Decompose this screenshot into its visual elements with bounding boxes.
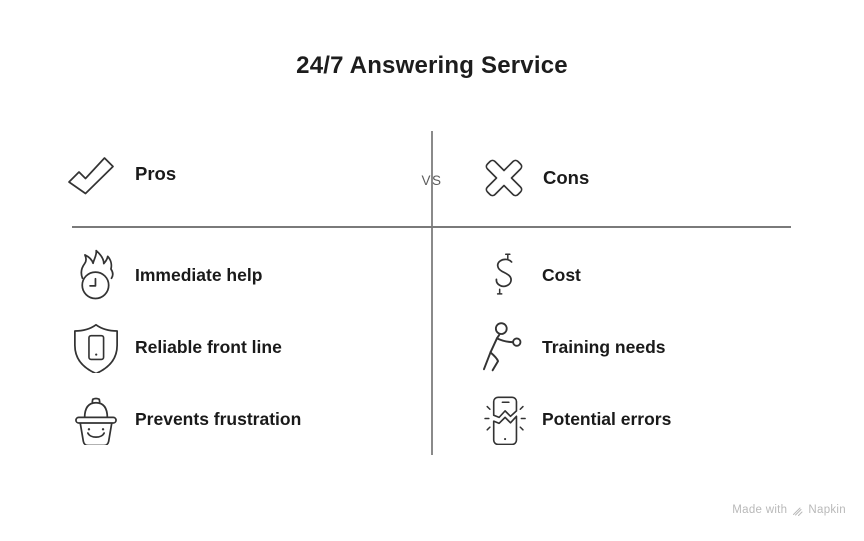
cross-icon (485, 159, 523, 197)
cons-item-cost: Cost (478, 249, 581, 301)
vs-badge: VS (402, 151, 462, 210)
smiling-face-hat-icon (75, 397, 117, 445)
vertical-divider (431, 131, 433, 455)
vs-arrows-icon: VS (421, 173, 442, 188)
check-icon (68, 157, 114, 195)
pros-item-prevents-frustration: Prevents frustration (70, 393, 301, 445)
pros-item-immediate-help: Immediate help (70, 249, 262, 301)
horizontal-divider (72, 226, 791, 228)
vs-label: VS (421, 173, 442, 188)
pros-item-label: Immediate help (135, 264, 263, 285)
cons-header: Cons (477, 151, 589, 205)
cons-item-label: Training needs (542, 336, 666, 357)
pros-item-reliable-front-line: Reliable front line (70, 321, 282, 373)
cons-item-training-needs: Training needs (478, 321, 666, 373)
training-person-icon (482, 322, 522, 372)
pros-header-label: Pros (135, 163, 177, 184)
cons-header-label: Cons (543, 167, 590, 188)
dollar-sign-icon (495, 253, 513, 295)
watermark-text: Made with (732, 504, 788, 516)
napkin-logo-icon (793, 507, 803, 516)
cons-item-potential-errors: Potential errors (478, 393, 671, 445)
broken-phone-icon (484, 396, 526, 445)
cons-item-label: Cost (542, 264, 581, 285)
watermark-brand: Napkin (808, 504, 846, 516)
shield-phone-icon (74, 323, 118, 373)
pros-item-label: Prevents frustration (135, 408, 302, 429)
burning-clock-icon (80, 249, 114, 300)
cons-item-label: Potential errors (542, 408, 672, 429)
watermark: Made with Napkin (732, 504, 846, 516)
page-title: 24/7 Answering Service (296, 52, 568, 79)
pros-header: Pros (64, 147, 176, 201)
pros-item-label: Reliable front line (135, 336, 282, 357)
